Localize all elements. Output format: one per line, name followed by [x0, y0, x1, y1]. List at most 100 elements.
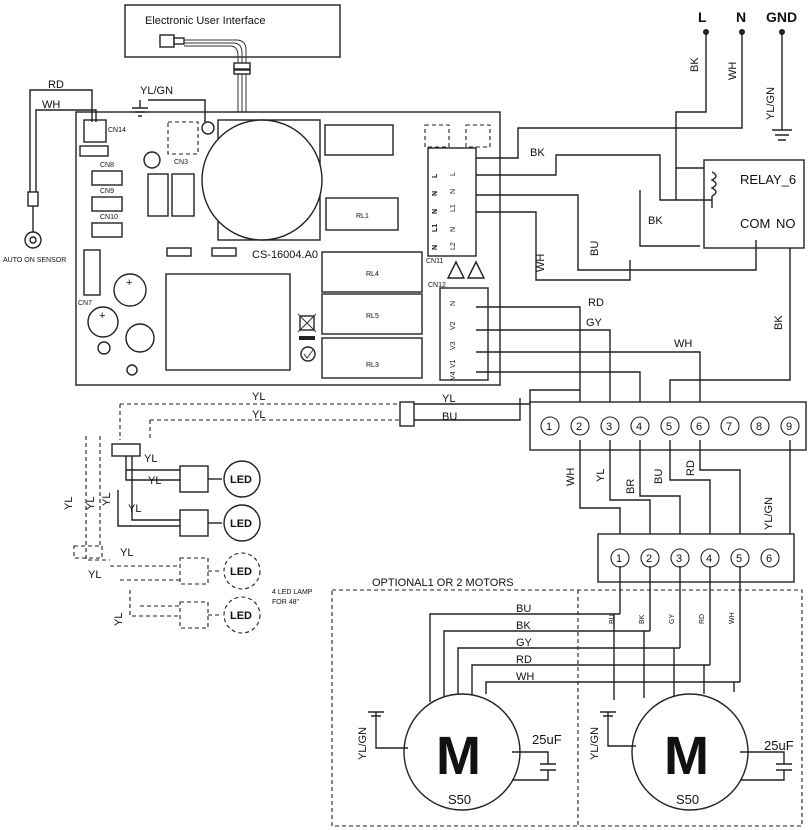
- motor-2-model: S50: [676, 792, 699, 807]
- main-terminal-4: [630, 416, 650, 436]
- sensor-label: AUTO ON SENSOR: [3, 257, 66, 264]
- board-id-label: CS-16004.A0: [252, 249, 318, 261]
- led-3-label: LED: [230, 566, 252, 578]
- feed-rd-label: RD: [685, 460, 697, 476]
- motor-bus-label-wh: WH: [516, 671, 534, 683]
- led-yl-label: YL: [442, 393, 455, 405]
- mains-gnd-wire-label: YL/GN: [765, 87, 777, 120]
- main-terminal-5: [660, 416, 680, 436]
- motor-2-bus-drop-bk: [643, 566, 651, 698]
- led-2-label: LED: [230, 518, 252, 530]
- board-rd-label: RD: [588, 297, 604, 309]
- led-wire-yl-4: YL: [148, 475, 161, 487]
- motor-terminal-label-2: 2: [646, 553, 652, 565]
- auto-on-sensor: RD WH AUTO ON SENSOR: [3, 79, 97, 264]
- main-terminal-label-3: 3: [606, 421, 612, 433]
- relay-rl4: [321, 251, 423, 293]
- mains-l-wire-label: BK: [689, 57, 701, 72]
- motor-bus-wire-bu: [429, 613, 620, 702]
- main-terminal-label-5: 5: [666, 421, 672, 433]
- cn9-label: CN9: [100, 188, 114, 195]
- led-lamps: YL YL YL YL LED YL LED YL YL YL YL YL: [63, 391, 400, 634]
- feed-yl-gn-label: YL/GN: [763, 497, 775, 530]
- motor-terminal-6: [760, 548, 780, 568]
- board-bk-label: BK: [530, 147, 545, 159]
- led-4-label: LED: [230, 610, 252, 622]
- motor-bus-label-bk: BK: [516, 620, 531, 632]
- board-wh-label: WH: [535, 254, 547, 272]
- cn8-label: CN8: [100, 162, 114, 169]
- cn11-pin-l2: L2: [450, 242, 457, 250]
- cn11-pin-3: N: [432, 209, 439, 214]
- motor-2-bus-drop-rd: [703, 566, 711, 694]
- cn11-pin-n1: N: [450, 189, 457, 194]
- motor-1-ground-label: YL/GN: [357, 727, 369, 760]
- mains-supply: L N GND BK WH YL/GN: [476, 9, 797, 200]
- motor-terminal-label-5: 5: [736, 553, 742, 565]
- cn11-connector: [427, 147, 477, 257]
- cn12-pin-v1: V1: [450, 359, 457, 368]
- cn12-connector: [439, 287, 489, 381]
- cn11-pin-5: N: [432, 245, 439, 250]
- sensor-wire-rd-label: RD: [48, 79, 64, 91]
- cn12-pin-v2: V2: [450, 321, 457, 330]
- rl1-label: RL1: [356, 213, 369, 220]
- main-terminal-2: [570, 416, 590, 436]
- feed-wh-label: WH: [565, 468, 577, 486]
- motor-bus-label-bu: BU: [516, 603, 531, 615]
- led-wire-yl-bottom: YL: [252, 409, 265, 421]
- relay-bk-label: BK: [648, 215, 663, 227]
- cn11-label: CN11: [426, 258, 443, 265]
- motor-bus-wire-wh: [485, 681, 740, 694]
- sensor-wire-wh-label: WH: [42, 99, 60, 111]
- main-terminal-label-6: 6: [696, 421, 702, 433]
- relay-6-title: RELAY_6: [740, 172, 796, 187]
- motor-2-drop-label-bu: BU: [609, 614, 616, 624]
- motor-2-drop-label-rd: RD: [699, 614, 706, 624]
- main-terminal-label-7: 7: [726, 421, 732, 433]
- main-terminal-9: [780, 416, 800, 436]
- motor-bus-label-rd: RD: [516, 654, 532, 666]
- led-wire-yl-7: YL: [85, 497, 97, 510]
- relay-rl5: [321, 293, 423, 335]
- main-terminal-1: [540, 416, 560, 436]
- svg-text:+: +: [99, 310, 105, 322]
- cn11-pin-2: N: [432, 191, 439, 196]
- motor-2-capacitor: 25uF: [764, 738, 794, 753]
- main-terminal-label-9: 9: [786, 421, 792, 433]
- rl4-label: RL4: [366, 271, 379, 278]
- motors-section-title: OPTIONAL1 OR 2 MOTORS: [372, 577, 514, 589]
- motor-2-bus-drop-gy: [673, 566, 681, 696]
- motor-bus-wire-gy: [457, 647, 680, 698]
- motor-2-drop-label-bk: BK: [639, 614, 646, 624]
- led-1-label: LED: [230, 474, 252, 486]
- main-terminal-label-4: 4: [636, 421, 642, 433]
- cn7-label: CN7: [78, 300, 92, 307]
- board-gy-label: GY: [586, 317, 603, 329]
- main-terminal-label-1: 1: [546, 421, 552, 433]
- cn11-pin-1: L: [432, 173, 439, 178]
- led-wire-yl-11: YL: [113, 613, 125, 626]
- cn14-connector: [83, 119, 107, 143]
- board-ground-wire-label: YL/GN: [140, 85, 173, 97]
- relay-rl3: [321, 337, 423, 379]
- rl5-label: RL5: [366, 313, 379, 320]
- led-wire-yl-5: YL: [128, 503, 141, 515]
- feed-br-label: BR: [625, 479, 637, 494]
- cn11-pin-n2: N: [450, 227, 457, 232]
- motor-bus-wire-rd: [471, 664, 710, 696]
- motor-2-symbol: M: [664, 726, 709, 786]
- motor-bus-label-gy: GY: [516, 637, 533, 649]
- relay-rl1: [325, 197, 399, 231]
- svg-text:+: +: [126, 277, 132, 289]
- motor-feed-wiring: WH YL BR BU RD YL/GN: [565, 440, 791, 541]
- motor-bus-wire-bk: [443, 630, 650, 700]
- control-board: CN14 CN8 CN9 CN10 CN7 + + CN3: [75, 111, 501, 386]
- relay-no-label: NO: [776, 216, 796, 231]
- user-interface-label: Electronic User Interface: [145, 15, 265, 27]
- motors-section: OPTIONAL1 OR 2 MOTORS BU BU BK BK GY GY RD RD WH…: [331, 566, 803, 827]
- relay-no-wire-label: BK: [773, 315, 785, 330]
- motor-2-ground-label: YL/GN: [589, 727, 601, 760]
- motor-2-drop-label-gy: GY: [669, 614, 676, 624]
